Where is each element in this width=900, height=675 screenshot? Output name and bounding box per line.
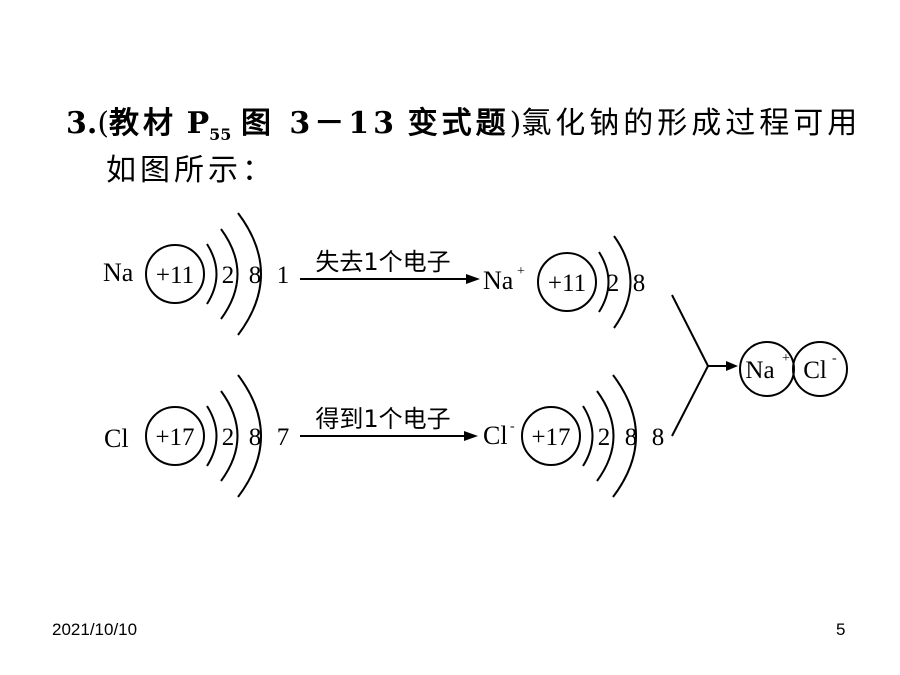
question-line-1: 3.(教材 P55 图 3－13 变式题)氯化钠的形成过程可用 bbox=[66, 104, 861, 155]
page-ref: P55 bbox=[186, 106, 232, 144]
figure-ref: 图 3－13 bbox=[240, 106, 399, 141]
cl-shell-arc-3 bbox=[237, 374, 262, 498]
source-label: 教材 bbox=[109, 106, 178, 141]
na-shell-1-electrons: 2 bbox=[222, 262, 235, 289]
cl-shell-arc-2 bbox=[220, 390, 239, 482]
na-nucleus-circle bbox=[145, 244, 205, 304]
na-ion-symbol: Na bbox=[483, 266, 514, 295]
cl-nucleus-circle bbox=[145, 406, 205, 466]
cl-ion-nucleus-circle bbox=[521, 406, 581, 466]
na-ion-nucleus-charge: +11 bbox=[548, 270, 586, 297]
merge-line-bottom bbox=[671, 365, 709, 437]
na-nucleus-charge: +11 bbox=[156, 262, 194, 289]
question-text-1: 氯化钠的形成过程可用 bbox=[521, 106, 862, 141]
question-number: 3. bbox=[66, 106, 98, 141]
na-shell-arc-2 bbox=[220, 228, 239, 320]
cl-ion-shell-arc-2 bbox=[596, 390, 615, 482]
na-ion-shell-1-electrons: 2 bbox=[607, 270, 620, 297]
product-anion-charge: - bbox=[832, 351, 837, 366]
cl-shell-3-electrons: 7 bbox=[277, 424, 290, 451]
footer-page-number: 5 bbox=[836, 620, 846, 639]
cl-nucleus-charge: +17 bbox=[155, 424, 194, 451]
cl-arrow-head bbox=[464, 431, 478, 441]
na-ion-charge: + bbox=[517, 264, 525, 279]
paren-close: ) bbox=[509, 106, 522, 141]
product-cation-charge: + bbox=[782, 351, 790, 366]
na-ion-shell-2-electrons: 8 bbox=[633, 270, 646, 297]
cl-shell-1-electrons: 2 bbox=[222, 424, 235, 451]
cl-ion-shell-3-electrons: 8 bbox=[652, 424, 665, 451]
na-shell-3-electrons: 1 bbox=[277, 262, 290, 289]
type-label: 变式题 bbox=[407, 106, 510, 141]
na-ion-nucleus-circle bbox=[537, 252, 597, 312]
cl-ion-nucleus-charge: +17 bbox=[531, 424, 570, 451]
cl-ion-shell-1-electrons: 2 bbox=[598, 424, 611, 451]
product-cation-symbol: Na bbox=[745, 357, 774, 384]
cl-shell-2-electrons: 8 bbox=[249, 424, 262, 451]
na-ion-shell-arc-1 bbox=[598, 251, 610, 313]
na-arrow-label: 失去1个电子 bbox=[315, 248, 450, 276]
cl-ion-symbol: Cl bbox=[483, 421, 508, 450]
na-shell-arc-3 bbox=[237, 212, 262, 336]
cl-ion-charge: - bbox=[510, 419, 515, 434]
merge-line-top bbox=[671, 294, 709, 367]
cl-ion-shell-arc-3 bbox=[612, 374, 637, 498]
cl-atom-symbol: Cl bbox=[104, 424, 129, 453]
cl-ion-shell-arc-1 bbox=[582, 405, 594, 467]
question-line-2: 如图所示： bbox=[106, 153, 276, 188]
na-ion-shell-arc-2 bbox=[613, 235, 632, 329]
footer-date: 2021/10/10 bbox=[52, 620, 138, 639]
cl-shell-arc-1 bbox=[206, 405, 218, 467]
cl-arrow-label: 得到1个电子 bbox=[315, 405, 450, 433]
merge-arrow-head bbox=[726, 361, 738, 371]
product-anion-symbol: Cl bbox=[803, 357, 827, 384]
na-arrow-head bbox=[466, 274, 480, 284]
na-shell-arc-1 bbox=[206, 243, 218, 305]
na-atom-symbol: Na bbox=[103, 258, 134, 287]
na-shell-2-electrons: 8 bbox=[249, 262, 262, 289]
product-cl-ion-circle bbox=[792, 341, 848, 397]
paren-open: ( bbox=[97, 106, 110, 141]
cl-ion-shell-2-electrons: 8 bbox=[625, 424, 638, 451]
